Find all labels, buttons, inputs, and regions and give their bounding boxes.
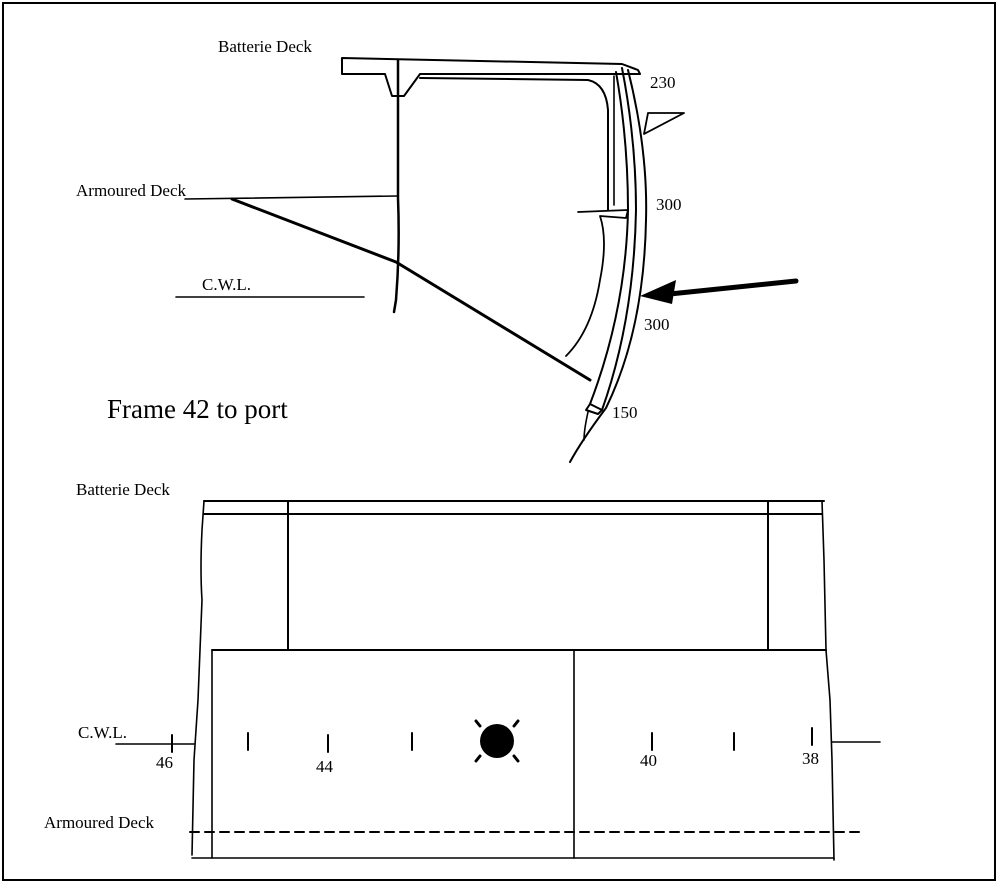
frame-number-40: 40 [640,751,657,770]
label-armoured-deck-bottom: Armoured Deck [44,813,154,832]
belt-bottom-cap [585,403,603,415]
frame-number-38: 38 [802,749,819,768]
central-pillar [392,58,400,314]
right-break-edge [821,500,835,861]
frame-number-44: 44 [316,757,334,776]
armoured-deck-line [184,195,399,200]
label-cwl-bottom: C.W.L. [78,723,127,742]
side-armour-belt-inner [589,71,629,405]
sloped-armour-deck [230,197,592,382]
label-batterie-deck-bottom: Batterie Deck [76,480,170,499]
side-shell-outer [569,69,648,463]
thickness-230: 230 [650,73,676,92]
shell-hit-marker [474,719,520,763]
thickness-300-lower: 300 [644,315,670,334]
label-armoured-deck-top: Armoured Deck [76,181,186,200]
upper-wedge [643,112,685,135]
keel-tail [583,411,589,441]
section-caption: Frame 42 to port [107,394,288,424]
arrow-indicator [640,278,799,304]
frame-number-46: 46 [156,753,173,772]
label-cwl-top: C.W.L. [202,275,251,294]
batterie-deck-plating [341,57,641,97]
left-break-edge [191,500,205,856]
cross-section-view: Batterie Deck Armoured Deck C.W.L. 230 3… [76,37,799,463]
side-armour-belt-outer [601,67,637,411]
label-batterie-deck-top: Batterie Deck [218,37,312,56]
thickness-300-upper: 300 [656,195,682,214]
frame-ticks [171,727,813,753]
side-elevation-view: 46 44 40 38 Batterie Deck C.W.L. Armoure… [44,480,881,861]
belt-backing [565,209,629,357]
deck-beam-bracket [419,77,609,211]
thickness-150: 150 [612,403,638,422]
